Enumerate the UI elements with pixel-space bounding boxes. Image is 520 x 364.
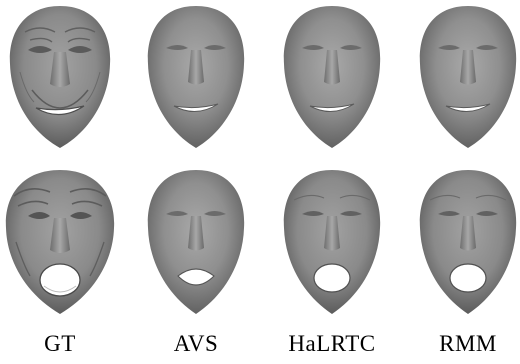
face-render [5,170,115,314]
face-render [147,6,245,148]
column-label-rmm: RMM [439,331,497,356]
column-label-avs: AVS [173,331,219,356]
face-render [9,6,111,148]
face-gt-row2 [0,166,120,316]
column-label-gt: GT [44,331,76,356]
face-gt-row1 [0,2,120,152]
face-rmm-row1 [408,2,520,152]
face-avs-row1 [136,2,256,152]
column-label-halrtc: HaLRTC [288,331,376,356]
face-rmm-row2 [408,166,520,316]
face-halrtc-row2 [272,166,392,316]
face-render [419,170,517,314]
face-render [283,6,381,148]
face-halrtc-row1 [272,2,392,152]
face-render [419,6,517,148]
face-render [283,170,381,314]
face-render [147,170,245,314]
face-avs-row2 [136,166,256,316]
